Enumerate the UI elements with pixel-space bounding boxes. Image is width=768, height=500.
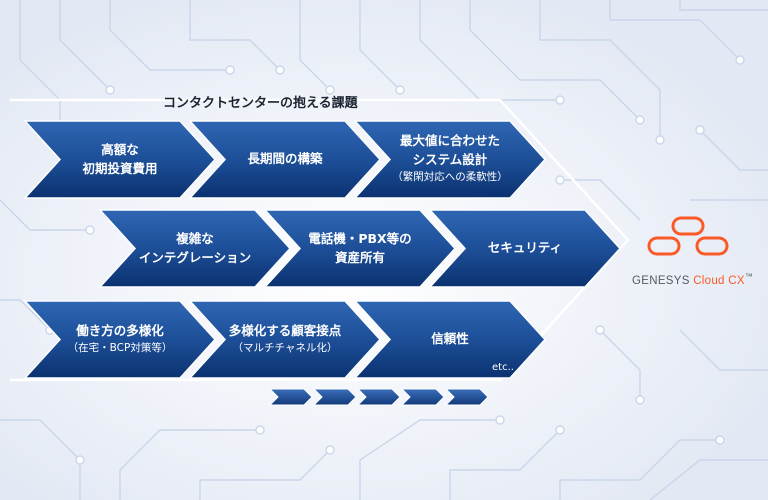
chevron-main-text: 資産所有 <box>334 249 385 265</box>
circuit-node <box>325 85 335 95</box>
circuit-node <box>735 55 745 65</box>
circuit-trace <box>299 0 331 91</box>
chevron-shape <box>23 300 217 379</box>
circuit-trace <box>359 419 500 500</box>
chevron-label: セキュリティ <box>445 238 605 257</box>
circuit-node <box>495 415 505 425</box>
chevron-main-text: 高額な <box>101 141 139 157</box>
circuit-trace <box>559 439 720 500</box>
chevron-sub-text: （繁閑対応への柔軟性） <box>392 171 508 183</box>
circuit-node <box>275 65 285 75</box>
small-chevron <box>268 388 313 406</box>
chevron-shape <box>353 300 547 379</box>
circuit-trace <box>189 0 281 71</box>
chevron-main-text: 多様化する顧客接点 <box>228 322 342 338</box>
logo-ring <box>647 236 681 256</box>
chevron-sub-text: （在宅・BCP対策等） <box>67 341 173 354</box>
chevron-shape <box>428 209 622 288</box>
chevron-shape <box>188 300 382 379</box>
logo-mark-symbol: ™ <box>744 272 754 281</box>
genesys-logo-text: GENESYS Cloud CX™ <box>632 272 753 287</box>
chevron-main-text: 長期間の構築 <box>247 151 323 166</box>
circuit-trace <box>0 199 90 231</box>
etc-label: etc.. <box>492 362 514 373</box>
circuit-trace <box>19 0 61 130</box>
chevron-main-text: 働き方の多様化 <box>76 322 164 338</box>
small-chevron <box>312 388 357 406</box>
circuit-trace <box>599 329 641 400</box>
circuit-node <box>85 225 95 235</box>
chevron-label: 多様化する顧客接点 （マルチチャネル化） <box>205 321 365 357</box>
circuit-node <box>595 325 605 335</box>
chevron-main-text: システム設計 <box>412 152 488 167</box>
chevron-label: 高額な初期投資費用 <box>40 140 200 178</box>
circuit-trace <box>109 0 230 71</box>
chevron-shape <box>263 209 457 288</box>
chevron-sub-text: （マルチチャネル化） <box>232 341 338 354</box>
circuit-node <box>635 115 645 125</box>
chevron-group <box>23 120 622 379</box>
circuit-trace <box>539 0 661 140</box>
chevron-main-text: 複雑な <box>176 230 214 246</box>
circuit-node <box>255 425 265 435</box>
circuit-trace <box>0 419 81 500</box>
chevron-shape <box>23 120 217 199</box>
circuit-node <box>395 85 405 95</box>
arrow-frame <box>10 98 630 382</box>
logo-name-part1: GENESYS <box>632 274 690 287</box>
circuit-node <box>655 135 665 145</box>
circuit-node <box>325 445 335 455</box>
circuit-node <box>555 175 565 185</box>
chevron-label: 長期間の構築 <box>205 149 365 168</box>
circuit-trace <box>679 0 768 11</box>
circuit-trace <box>649 459 768 500</box>
circuit-trace <box>359 0 401 91</box>
chevron-main-text: 電話機・PBX等の <box>308 230 412 246</box>
circuit-trace <box>469 0 641 121</box>
circuit-trace <box>0 299 51 331</box>
genesys-logo-icon <box>647 216 729 256</box>
circuit-trace <box>679 329 768 371</box>
arrow-frame-outline <box>10 98 630 382</box>
logo-ring <box>695 236 729 256</box>
circuit-node <box>715 435 725 445</box>
circuit-node <box>105 85 115 95</box>
small-chevron-group <box>268 388 489 406</box>
logo-ring <box>671 216 705 236</box>
chevron-main-text: 信頼性 <box>431 331 469 346</box>
circuit-trace <box>419 0 560 101</box>
circuit-node <box>75 455 85 465</box>
chevron-main-text: セキュリティ <box>487 240 563 255</box>
logo-name-part2: Cloud CX <box>693 274 745 287</box>
chevron-main-text: 最大値に合わせた <box>399 133 500 148</box>
circuit-trace <box>199 449 331 500</box>
circuit-node <box>555 95 565 105</box>
chevron-label: 電話機・PBX等の資産所有 <box>280 229 440 267</box>
chevron-label: 複雑なインテグレーション <box>115 229 275 267</box>
circuit-node <box>635 395 645 405</box>
small-chevron <box>444 388 489 406</box>
chevron-main-text: インテグレーション <box>138 249 252 265</box>
small-chevron <box>356 388 401 406</box>
chevron-shape <box>98 209 292 288</box>
chevron-main-text: 初期投資費用 <box>82 160 158 176</box>
chevron-label: 信頼性 <box>370 329 530 348</box>
circuit-trace <box>449 429 561 500</box>
chevron-shape <box>188 120 382 199</box>
diagram-title: コンタクトセンターの抱える課題 <box>163 96 358 111</box>
circuit-node <box>695 125 705 135</box>
chevron-shape <box>353 120 547 199</box>
chevron-label: 最大値に合わせたシステム設計 （繁閑対応への柔軟性） <box>370 131 530 186</box>
chevron-label: 働き方の多様化 （在宅・BCP対策等） <box>40 321 200 357</box>
small-chevron <box>400 388 445 406</box>
circuit-node <box>555 425 565 435</box>
circuit-trace <box>699 129 768 171</box>
circuit-trace <box>59 0 111 91</box>
circuit-trace <box>609 0 741 61</box>
circuit-trace <box>119 429 260 500</box>
circuit-node <box>225 65 235 75</box>
